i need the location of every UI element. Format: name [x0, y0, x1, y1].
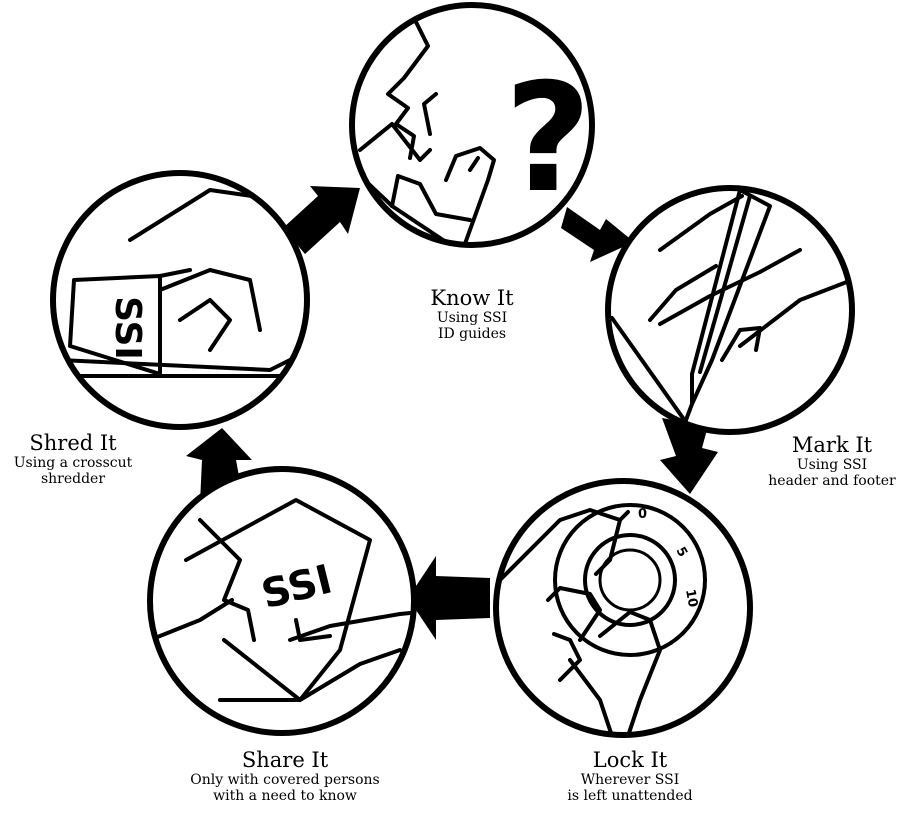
arrow-lock-to-share: [408, 556, 490, 640]
lock-it-circle: 0 5 10: [493, 478, 753, 738]
share-it-desc-line2: with a need to know: [213, 788, 357, 805]
share-it-title: Share It: [241, 748, 329, 772]
know-it-desc-line1: Using SSI: [436, 310, 508, 327]
shred-it-desc-line2: shredder: [40, 471, 106, 488]
shred-it-circle: SSI: [50, 170, 310, 430]
mark-it-circle: [605, 185, 855, 435]
lock-it-title: Lock It: [592, 748, 668, 772]
know-it-label: Know It Using SSI ID guides: [372, 286, 572, 342]
know-it-title: Know It: [430, 286, 514, 310]
know-it-circle: ?: [349, 2, 595, 248]
share-it-circle: SSI: [147, 466, 417, 736]
shred-it-label: Shred It Using a crosscut shredder: [0, 431, 146, 487]
mark-it-title: Mark It: [791, 433, 873, 457]
arrow-know-to-mark: [561, 207, 634, 262]
shred-it-desc-line1: Using a crosscut: [13, 455, 133, 472]
lock-it-desc-line2: is left unattended: [567, 788, 693, 805]
arrow-mark-to-lock: [660, 418, 718, 494]
arrow-shred-to-know: [283, 186, 360, 254]
flow-arrows: [186, 186, 718, 640]
shred-document-label: SSI: [107, 296, 148, 360]
mark-it-label: Mark It Using SSI header and footer: [752, 433, 912, 489]
shredder-icon: SSI: [58, 188, 292, 378]
mark-it-desc-line2: header and footer: [768, 473, 896, 490]
dial-number-10: 10: [682, 588, 700, 608]
dial-number-0: 0: [638, 507, 647, 522]
shred-it-title: Shred It: [29, 431, 117, 455]
lock-it-label: Lock It Wherever SSI is left unattended: [540, 748, 720, 804]
question-mark-glyph: ?: [504, 52, 591, 226]
know-it-desc-line2: ID guides: [437, 326, 507, 343]
share-it-label: Share It Only with covered persons with …: [160, 748, 410, 804]
mark-it-desc-line1: Using SSI: [796, 457, 868, 474]
lock-it-desc-line1: Wherever SSI: [580, 772, 680, 789]
share-it-desc-line1: Only with covered persons: [190, 772, 380, 789]
combination-lock-icon: 0 5 10: [498, 503, 707, 735]
